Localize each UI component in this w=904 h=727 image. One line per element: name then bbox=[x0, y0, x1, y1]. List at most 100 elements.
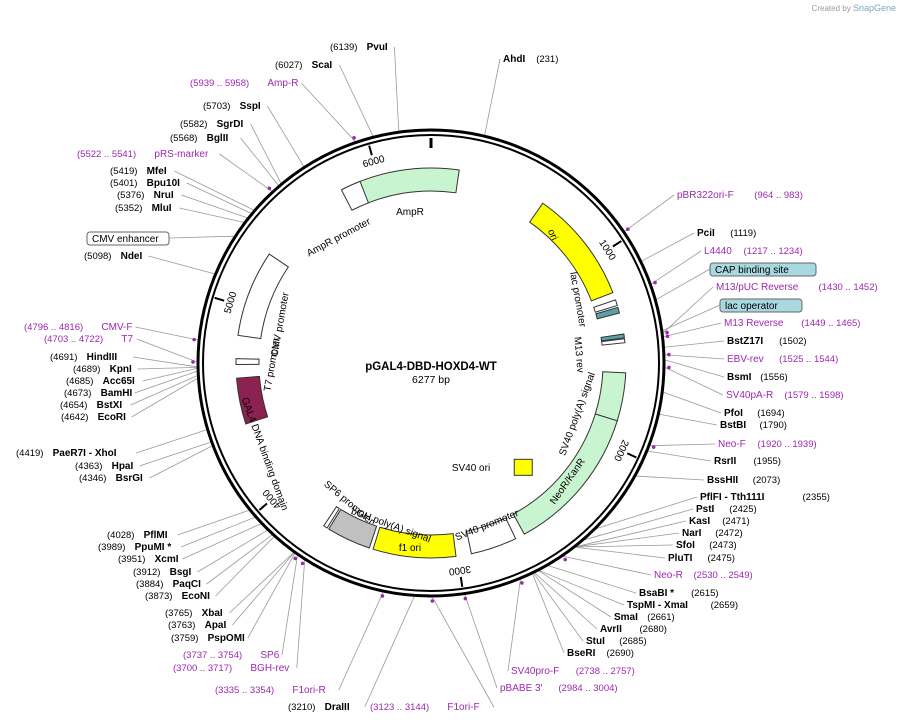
site-bstz17i[interactable]: BstZ17I(1502) bbox=[727, 336, 807, 347]
site-f1ori-f[interactable]: (3123 .. 3144)F1ori-F bbox=[370, 599, 480, 713]
site-bpu10i[interactable]: (5401)Bpu10I bbox=[110, 178, 180, 189]
site-l4440[interactable]: L4440(1217 .. 1234) bbox=[653, 246, 803, 285]
site-position: (2473) bbox=[709, 540, 736, 551]
site-psti[interactable]: PstI(2425) bbox=[696, 504, 757, 515]
site-pbabe-3[interactable]: pBABE 3'(2984 .. 3004) bbox=[463, 596, 618, 694]
leader-line bbox=[182, 523, 262, 560]
site-stui[interactable]: StuI(2685) bbox=[586, 636, 647, 647]
feature-sv40-poly-a-signal[interactable] bbox=[594, 371, 627, 422]
site-ndei[interactable]: (5098)NdeI bbox=[84, 251, 142, 262]
site-tspmi-xmai[interactable]: TspMI - XmaI(2659) bbox=[627, 600, 738, 611]
site-cmv-enhancer[interactable]: CMV enhancer bbox=[86, 231, 170, 246]
site-amp-r[interactable]: (5939 .. 5958)Amp-R bbox=[190, 78, 356, 140]
site-name: pRS-marker bbox=[154, 149, 209, 160]
feature-ori[interactable] bbox=[528, 202, 614, 302]
site-pluti[interactable]: PluTI(2475) bbox=[668, 553, 735, 564]
feature-ampr[interactable] bbox=[341, 167, 460, 211]
feature-neor-kanr[interactable] bbox=[512, 413, 618, 535]
site-name: ScaI bbox=[312, 60, 333, 71]
site-econi[interactable]: (3873)EcoNI bbox=[145, 591, 210, 602]
site-pvui[interactable]: (6139)PvuI bbox=[330, 42, 388, 53]
site-pcii[interactable]: PciI(1119) bbox=[697, 228, 756, 239]
site-apai[interactable]: (3763)ApaI bbox=[168, 620, 226, 631]
site-cmv-f[interactable]: (4796 .. 4816)CMV-F bbox=[24, 322, 196, 342]
site-t7[interactable]: (4703 .. 4722)T7 bbox=[44, 334, 195, 364]
site-position: (5582) bbox=[180, 119, 207, 130]
feature-sv40-ori[interactable] bbox=[513, 458, 533, 476]
primer-site-mark bbox=[563, 557, 568, 562]
site-pspomi[interactable]: (3759)PspOMI bbox=[171, 633, 245, 644]
site-bstxi[interactable]: (4654)BstXI bbox=[60, 400, 122, 411]
feature-bgh-poly-a-signal[interactable] bbox=[328, 508, 378, 549]
site-nrui[interactable]: (5376)NruI bbox=[117, 190, 174, 201]
feature-f1-ori[interactable] bbox=[372, 526, 457, 559]
site-bsabi[interactable]: BsaBI *(2615) bbox=[639, 588, 719, 599]
site-ebv-rev[interactable]: EBV-rev(1525 .. 1544) bbox=[667, 352, 838, 365]
site-position: (1525 .. 1544) bbox=[779, 354, 838, 365]
site-paer7i-xhoi[interactable]: (4419)PaeR7I - XhoI bbox=[16, 448, 117, 459]
site-neo-f[interactable]: Neo-F(1920 .. 1939) bbox=[651, 439, 817, 450]
site-position: (3884) bbox=[136, 579, 163, 590]
site-hindiii[interactable]: (4691)HindIII bbox=[50, 352, 117, 363]
site-name: HindIII bbox=[87, 352, 118, 363]
site-prs-marker[interactable]: (5522 .. 5541)pRS-marker bbox=[77, 149, 272, 191]
site-xbai[interactable]: (3765)XbaI bbox=[165, 608, 223, 619]
site-f1ori-r[interactable]: (3335 .. 3354)F1ori-R bbox=[215, 594, 385, 696]
feature-t7-promoter[interactable] bbox=[235, 358, 260, 366]
site-sfoi[interactable]: SfoI(2473) bbox=[676, 540, 737, 551]
site-pbr322ori-f[interactable]: pBR322ori-F(964 .. 983) bbox=[626, 190, 803, 232]
site-ecori[interactable]: (4642)EcoRI bbox=[61, 412, 126, 423]
features bbox=[235, 167, 627, 559]
site-xcmi[interactable]: (3951)XcmI bbox=[118, 554, 179, 565]
site-acc65i[interactable]: (4685)Acc65I bbox=[66, 376, 135, 387]
feature-cmv-promoter[interactable] bbox=[237, 253, 290, 340]
site-bsmi[interactable]: BsmI(1556) bbox=[727, 372, 788, 383]
site-m13-puc-reverse[interactable]: M13/pUC Reverse(1430 .. 1452) bbox=[665, 282, 878, 335]
site-bgh-rev[interactable]: (3700 .. 3717)BGH-rev bbox=[173, 561, 305, 674]
feature-gal4-dna-binding-domain[interactable] bbox=[236, 375, 269, 425]
site-bseri[interactable]: BseRI(2690) bbox=[567, 648, 634, 659]
site-scai[interactable]: (6027)ScaI bbox=[275, 60, 332, 71]
site-cap-binding-site[interactable]: CAP binding site bbox=[709, 262, 817, 277]
site-m13-reverse[interactable]: M13 Reverse(1449 .. 1465) bbox=[665, 318, 861, 339]
site-sv40pro-f[interactable]: SV40pro-F(2738 .. 2757) bbox=[511, 581, 635, 677]
site-paqci[interactable]: (3884)PaqCI bbox=[136, 579, 201, 590]
site-kasi[interactable]: KasI(2471) bbox=[689, 516, 750, 527]
site-pflfi-tth111i[interactable]: PflFI - Tth111I(2355) bbox=[700, 492, 830, 503]
site-bsrgi[interactable]: (4346)BsrGI bbox=[79, 473, 143, 484]
site-sspi[interactable]: (5703)SspI bbox=[203, 101, 261, 112]
site-hpai[interactable]: (4363)HpaI bbox=[75, 461, 133, 472]
feature-m13-rev[interactable] bbox=[601, 338, 626, 346]
site-kpni[interactable]: (4689)KpnI bbox=[73, 364, 132, 375]
site-avrii[interactable]: AvrII(2680) bbox=[600, 624, 667, 635]
feature-sp6-promoter[interactable] bbox=[323, 505, 341, 529]
feature-cap-binding-site[interactable] bbox=[595, 306, 621, 320]
site-ppumi[interactable]: (3989)PpuMI * bbox=[98, 542, 171, 553]
site-bglii[interactable]: (5568)BglII bbox=[170, 133, 228, 144]
site-smai[interactable]: SmaI(2661) bbox=[614, 612, 675, 623]
site-sv40pa-r[interactable]: SV40pA-R(1579 .. 1598) bbox=[667, 365, 844, 401]
site-rsrii[interactable]: RsrII(1955) bbox=[714, 456, 781, 467]
site-pflmi[interactable]: (4028)PflMI bbox=[107, 530, 168, 541]
site-neo-r[interactable]: Neo-R(2530 .. 2549) bbox=[563, 557, 753, 581]
site-pfoi[interactable]: PfoI(1694) bbox=[724, 408, 785, 419]
leader-line bbox=[663, 322, 722, 338]
site-bsshii[interactable]: BssHII(2073) bbox=[707, 475, 780, 486]
site-ahdi[interactable]: AhdI(231) bbox=[503, 54, 558, 65]
site-bamhi[interactable]: (4673)BamHI bbox=[64, 388, 132, 399]
site-nari[interactable]: NarI(2472) bbox=[682, 528, 743, 539]
site-mlui[interactable]: (5352)MluI bbox=[115, 203, 172, 214]
site-mfei[interactable]: (5419)MfeI bbox=[110, 166, 167, 177]
feature-lac-promoter[interactable] bbox=[593, 299, 618, 313]
site-draiii[interactable]: (3210)DraIII bbox=[288, 702, 350, 713]
feature-lac-operator[interactable] bbox=[600, 333, 625, 342]
site-sp6[interactable]: (3737 .. 3754)SP6 bbox=[183, 556, 298, 661]
site-bsgi[interactable]: (3912)BsgI bbox=[133, 567, 191, 578]
site-lac-operator[interactable]: lac operator bbox=[719, 298, 803, 313]
site-sgrdi[interactable]: (5582)SgrDI bbox=[180, 119, 243, 130]
site-name: KasI bbox=[689, 516, 710, 527]
leader-line bbox=[662, 304, 721, 331]
feature-sv40-promoter[interactable] bbox=[466, 517, 517, 555]
site-bstbi[interactable]: BstBI(1790) bbox=[720, 420, 787, 431]
feature-ampr-promoter[interactable] bbox=[340, 180, 370, 211]
